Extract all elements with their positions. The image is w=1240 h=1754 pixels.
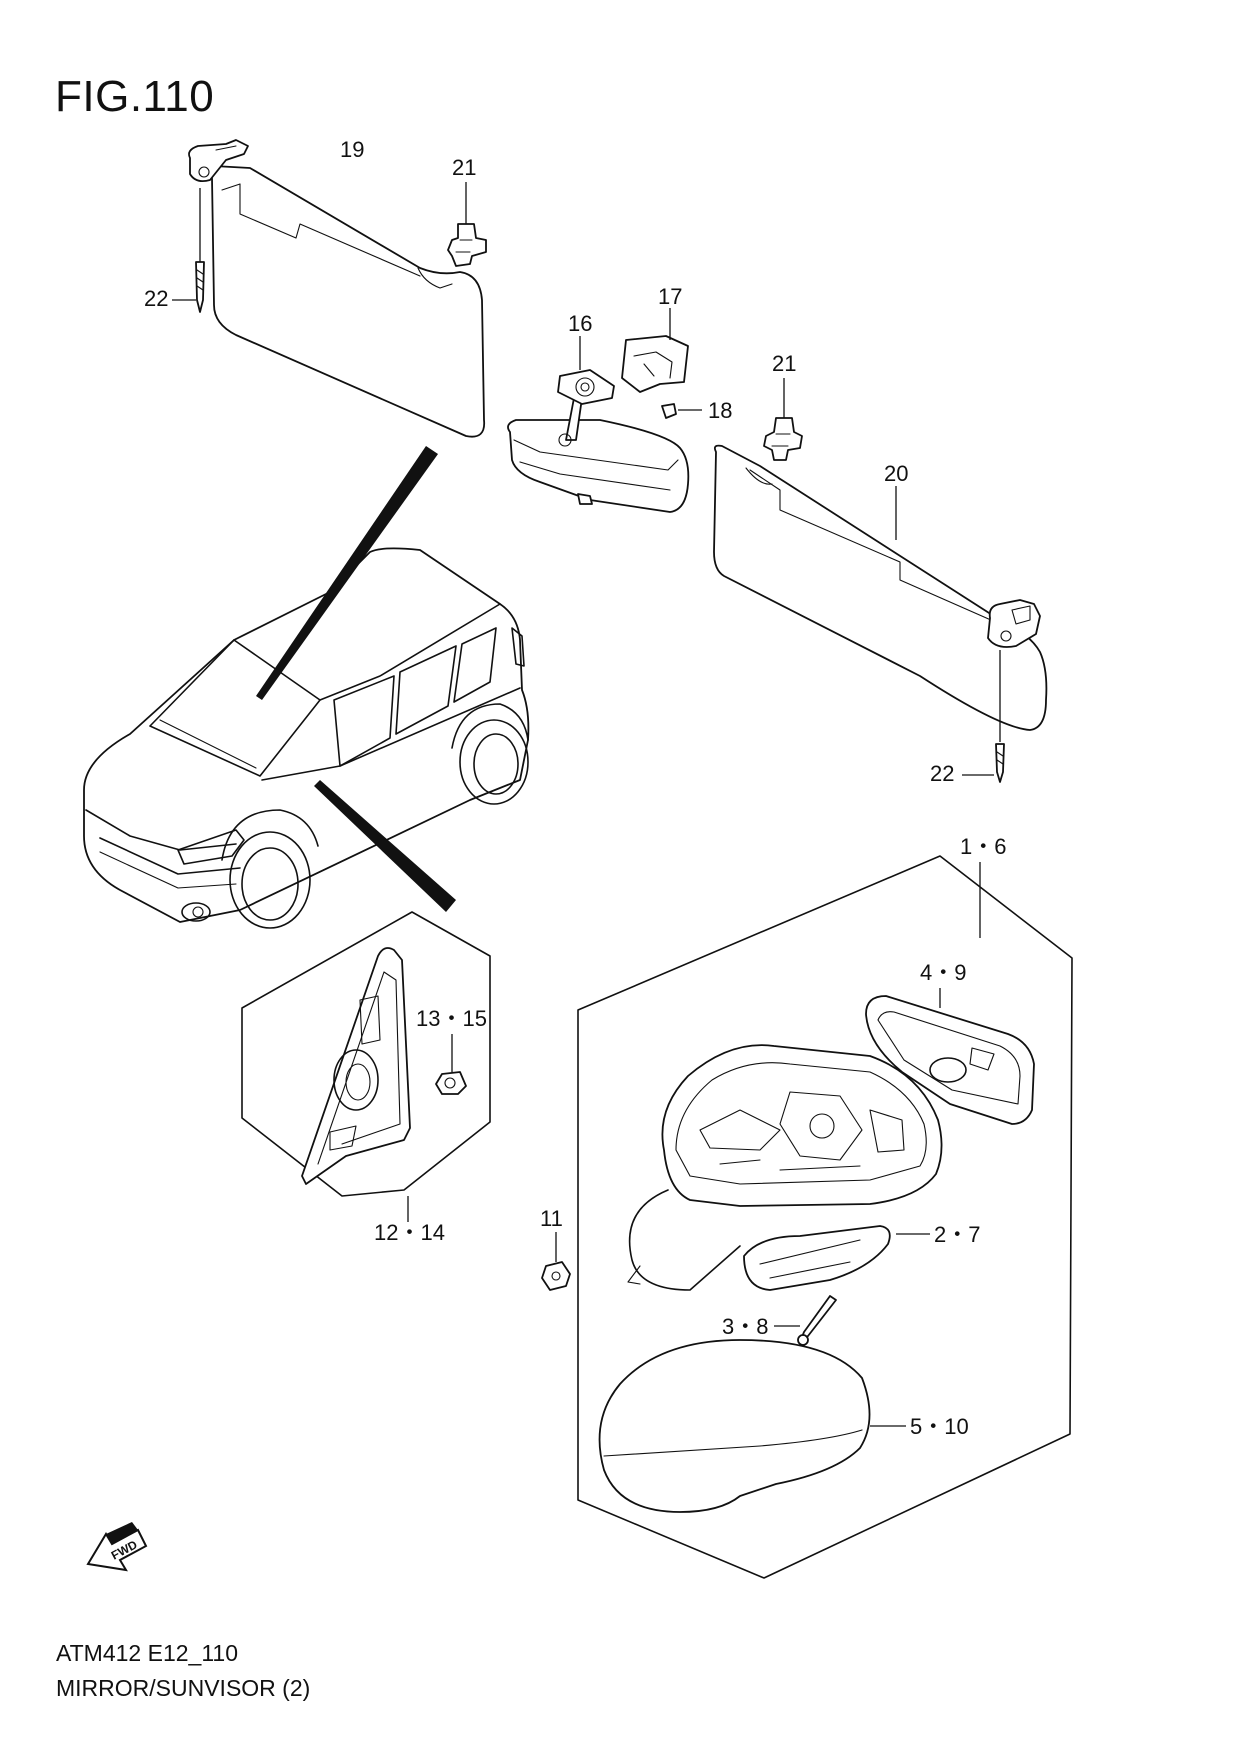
callout-2-7: 2・7 — [934, 1222, 980, 1247]
turn-signal-2-7[interactable] — [743, 1225, 930, 1291]
inside-rearview-mirror[interactable] — [507, 369, 690, 513]
callout-22-left: 22 — [144, 286, 168, 311]
nut-11[interactable] — [541, 1232, 571, 1291]
clip-13-15[interactable] — [435, 1034, 467, 1095]
screw-3-8[interactable] — [774, 1295, 837, 1346]
group-box-12-14 — [241, 911, 491, 1197]
mirror-glass-4-9[interactable] — [865, 988, 1035, 1125]
sunvisor-right[interactable] — [713, 444, 1048, 731]
callout-21-right: 21 — [772, 351, 796, 376]
mirror-cover-5-10[interactable] — [598, 1339, 906, 1513]
callout-19: 19 — [340, 137, 364, 162]
group-box-1-6 — [577, 855, 1073, 1579]
mirror-housing[interactable] — [627, 1044, 943, 1291]
figure-name: MIRROR/SUNVISOR (2) — [56, 1675, 311, 1701]
callout-13-15: 13・15 — [416, 1006, 487, 1031]
callout-17: 17 — [658, 284, 682, 309]
callout-5-10: 5・10 — [910, 1414, 969, 1439]
callout-1-6: 1・6 — [960, 834, 1006, 859]
mirror-cover-17[interactable] — [621, 335, 689, 393]
callout-labels: 19 21 22 16 17 18 21 20 22 1・6 4・9 13・15… — [144, 137, 1006, 1439]
clip-21-right[interactable] — [763, 378, 803, 461]
callout-20: 20 — [884, 461, 908, 486]
garnish-12-14[interactable] — [301, 947, 411, 1185]
clip-21-left[interactable] — [447, 182, 487, 267]
callout-3-8: 3・8 — [722, 1314, 768, 1339]
callout-11: 11 — [540, 1206, 563, 1231]
screw-18[interactable] — [661, 403, 702, 419]
figure-code: ATM412 E12_110 — [56, 1640, 238, 1666]
screw-22-right[interactable] — [995, 650, 1005, 783]
callout-22-right: 22 — [930, 761, 954, 786]
screw-22-left[interactable] — [195, 188, 205, 313]
sunvisor-left[interactable] — [188, 139, 486, 438]
fwd-arrow-icon: FWD — [86, 1522, 148, 1572]
figure-title: FIG.110 — [55, 72, 215, 121]
callout-pointers — [256, 446, 456, 912]
callout-12-14: 12・14 — [374, 1220, 445, 1245]
callout-18: 18 — [708, 398, 732, 423]
callout-16: 16 — [568, 311, 592, 336]
callout-4-9: 4・9 — [920, 960, 966, 985]
callout-21-left: 21 — [452, 155, 476, 180]
vehicle-illustration — [83, 547, 530, 929]
